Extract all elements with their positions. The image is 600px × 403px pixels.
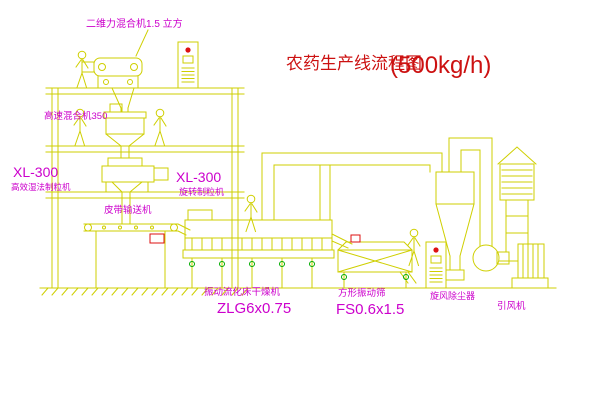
cyclone-separator (435, 137, 493, 281)
ground-hatch (41, 287, 249, 296)
fluid-bed-dryer (182, 209, 335, 289)
label-cyclone: 旋风除尘器 (430, 290, 475, 301)
induced-draft-fan (472, 243, 549, 289)
twin-shell-mixer (81, 57, 143, 113)
fan-outlet (496, 251, 510, 265)
label-wet-granulator-model: XL-300 (13, 164, 58, 180)
label-leader-line (135, 29, 149, 57)
cyclone-barrel (435, 171, 475, 205)
rotary-granulator (101, 157, 169, 225)
stack-cap (497, 146, 537, 165)
red-fittings (149, 233, 361, 244)
dryer-legs (191, 257, 313, 289)
diagram-title: 农药生产线流程图 (500kg/h) (286, 52, 491, 79)
title-text: 农药生产线流程图 (286, 54, 422, 73)
screen-body (337, 249, 413, 273)
title-capacity: (500kg/h) (390, 52, 491, 79)
conveyor-pulley (84, 223, 92, 232)
label-belt-conveyor: 皮带输送机 (104, 204, 152, 216)
spring-mounts (189, 261, 409, 280)
label-rotary-granulator-name: 旋转制粒机 (179, 186, 224, 197)
label-wet-granulator-name: 高效湿法制粒机 (11, 182, 71, 192)
label-dryer-model: ZLG6x0.75 (217, 300, 291, 317)
label-rotary-granulator-model: XL-300 (176, 169, 221, 185)
conveyor-drive-motor (149, 233, 165, 244)
linework (39, 29, 557, 296)
equipment-labels: 二维力混合机1.5 立方 高速混合机350 XL-300 高效湿法制粒机 XL-… (11, 17, 526, 318)
conveyor-pulley (170, 223, 178, 232)
hs-mixer-cone (105, 133, 145, 159)
stack-silencer (499, 163, 535, 201)
granulator-motor (153, 167, 169, 181)
granulator-outlet-pipe (105, 181, 149, 225)
label-dryer-name: 振动流化床干燥机 (204, 286, 281, 298)
belt-conveyor (83, 223, 191, 289)
dryer-base-channel (182, 249, 335, 259)
label-high-speed-mixer: 高速混合机350 (44, 110, 107, 122)
fan-housing (472, 244, 500, 272)
label-top-mixer: 二维力混合机1.5 立方 (86, 17, 183, 30)
hs-mixer-body (105, 117, 145, 135)
duct-riser-2 (319, 164, 331, 221)
exhaust-duct (261, 152, 443, 221)
label-screen-name: 方形振动筛 (338, 287, 386, 299)
exhaust-stack (497, 146, 537, 253)
label-fan: 引风机 (497, 300, 526, 312)
conveyor-belt (83, 223, 191, 289)
high-speed-mixer (103, 103, 147, 159)
fan-base (511, 277, 549, 289)
building-frame (45, 87, 245, 289)
screen-cover (337, 241, 413, 251)
label-screen-model: FS0.6x1.5 (336, 301, 404, 318)
screen-top-fitting (350, 234, 361, 243)
mixer-discharge-chute (111, 87, 135, 113)
cyclone-cone (435, 203, 475, 271)
